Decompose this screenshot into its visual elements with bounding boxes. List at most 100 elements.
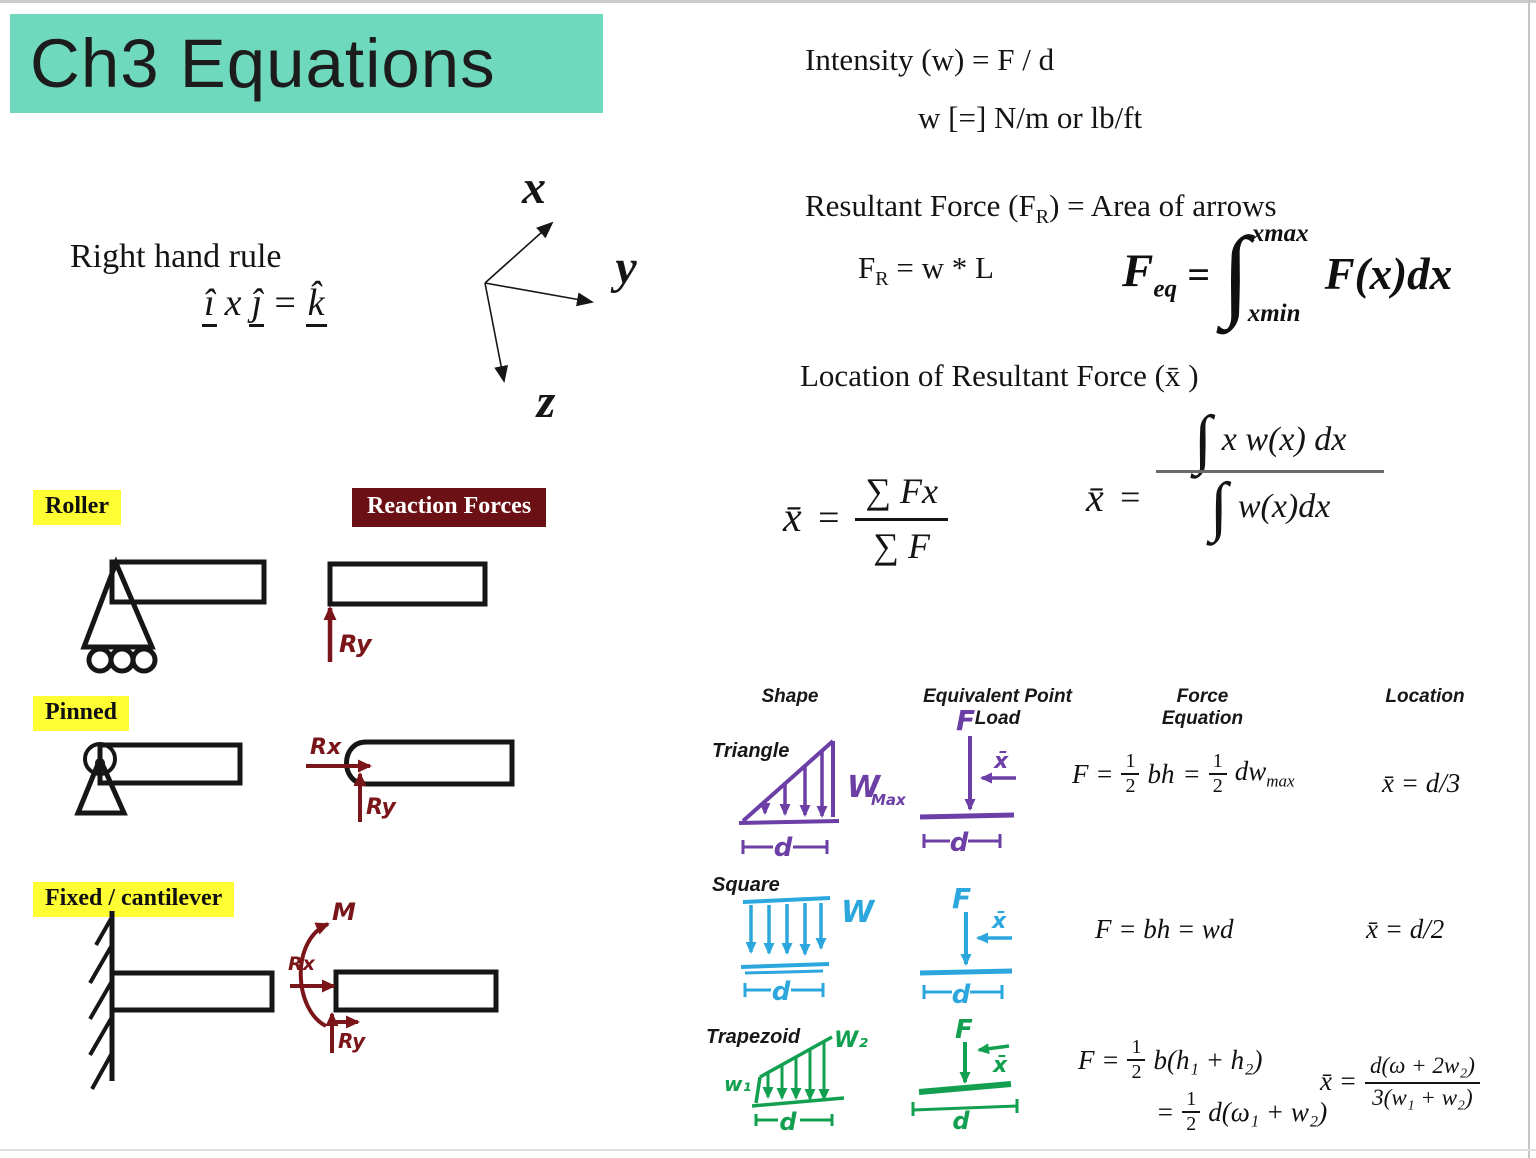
k-hat: k̂ xyxy=(305,282,327,327)
roller-wheel xyxy=(130,646,158,674)
j-hat: ĵ xyxy=(249,282,264,327)
frac-num: d(ω + 2w₂) xyxy=(1364,1052,1480,1084)
d-dimension-label: d xyxy=(952,980,971,1010)
xbar-equals: x̄ = xyxy=(1320,1066,1357,1097)
baseline xyxy=(919,812,1015,820)
frac-den: 2 xyxy=(1131,1061,1142,1083)
frac-den: 2 xyxy=(1125,775,1136,797)
roller-label: Roller xyxy=(33,490,121,525)
frac-num: 1 xyxy=(1121,750,1140,775)
equals-symbol: = xyxy=(1117,477,1143,517)
eq-part: F = xyxy=(1072,758,1114,789)
top-line xyxy=(742,896,831,904)
xbar-label: x̄ xyxy=(992,1053,1008,1078)
fr-sub: R xyxy=(875,268,889,291)
hypotenuse xyxy=(741,739,835,823)
baseline xyxy=(751,1096,845,1108)
ry-label: Ry xyxy=(366,795,398,820)
rx-label: Rx xyxy=(288,953,316,975)
f-label: F xyxy=(955,1015,973,1045)
integral-upper-limit: xmax xyxy=(1251,220,1309,247)
pin-circle xyxy=(83,742,117,776)
window-border-top xyxy=(0,0,1536,3)
moment-arc xyxy=(298,922,330,1028)
feq-lhs: Feq xyxy=(1122,244,1177,303)
x-axis-label: x xyxy=(521,161,546,214)
window-border-bottom xyxy=(0,1149,1536,1151)
denominator-expression: w(x)dx xyxy=(1237,488,1331,526)
ry-label: Ry xyxy=(338,1029,366,1053)
fr-post: = w * L xyxy=(888,250,994,285)
roller-reaction-diagram: Ry xyxy=(323,561,488,662)
window-border-right xyxy=(1528,0,1530,1158)
pin-triangle xyxy=(74,752,128,816)
column-header-location: Location xyxy=(1385,686,1465,707)
intensity-equation: Intensity (w) = F / d xyxy=(805,42,1055,77)
row-label-trapezoid: Trapezoid xyxy=(706,1026,801,1048)
eq-part: bh xyxy=(1147,758,1175,789)
pin-dot xyxy=(95,758,105,768)
w2-label: W₂ xyxy=(834,1028,868,1053)
xbar-integral-equation: x̄ = ∫ x w(x) dx ∫ w(x)dx xyxy=(1086,406,1385,544)
frac-num: 1 xyxy=(1208,750,1227,775)
xbar-symbol: x̄ xyxy=(783,494,802,541)
sum-denominator: ∑ F xyxy=(873,526,930,566)
integral-symbol: ∫ xyxy=(1221,217,1250,331)
roller-wheel xyxy=(86,646,114,674)
feq-equals: = xyxy=(1186,251,1210,297)
d-dimension-label: d xyxy=(950,828,969,858)
baseline xyxy=(740,962,830,969)
row-label-triangle: Triangle xyxy=(712,740,790,762)
equals-symbol: = xyxy=(815,496,842,539)
frac-num: 1 xyxy=(1182,1088,1201,1113)
integral-symbol: ∫ xyxy=(1209,470,1228,544)
wmax-subscript: Max xyxy=(871,791,907,809)
column-header-shape: Shape xyxy=(761,686,819,707)
beam xyxy=(97,742,243,786)
d-dimension-label: d xyxy=(774,833,793,863)
xbar-symbol: x̄ xyxy=(1086,475,1104,520)
integral-lower-limit: xmin xyxy=(1247,300,1301,327)
z-axis-label: z xyxy=(535,375,556,428)
integral-fraction-denominator: ∫ w(x)dx xyxy=(1209,470,1331,544)
sum-numerator: ∑ Fx xyxy=(855,468,948,521)
beam xyxy=(109,559,267,605)
trapezoid-location: x̄ = d(ω + 2w₂) 3(w₁ + w₂) xyxy=(1320,1052,1480,1111)
fr-pre: F xyxy=(858,250,876,285)
row-label-square: Square xyxy=(712,874,780,896)
frac-den: 3(w₁ + w₂) xyxy=(1372,1084,1473,1110)
page-title-text: Ch3 Equations xyxy=(30,25,496,102)
left-edge xyxy=(754,1076,762,1104)
resultant-heading-sub: R xyxy=(1035,206,1050,229)
eq-part: b(h₁ + h₂) xyxy=(1153,1044,1263,1075)
resultant-heading-pre: Resultant Force (F xyxy=(805,188,1036,223)
resultant-force-heading: Resultant Force (FR) = Area of arrows xyxy=(805,188,1277,229)
roller-triangle xyxy=(80,556,156,650)
integral-limits: xmax xmin xyxy=(1248,220,1309,328)
eq-part: = xyxy=(1182,758,1201,789)
feq-integrand: F(x)dx xyxy=(1324,249,1453,299)
location-fraction: d(ω + 2w₂) 3(w₁ + w₂) xyxy=(1364,1052,1480,1111)
triangle-point-load-diagram: F x̄ d xyxy=(919,704,1016,858)
roller-wheel xyxy=(108,646,136,674)
eq-part: dw xyxy=(1234,756,1267,787)
square-force-equation: F = bh = wd xyxy=(1095,914,1234,944)
feq-sub: eq xyxy=(1153,275,1177,303)
frac-den: 2 xyxy=(1186,1113,1197,1135)
integral-fraction: ∫ x w(x) dx ∫ w(x)dx xyxy=(1156,406,1385,544)
y-axis-arrow xyxy=(484,282,594,307)
pinned-support-diagram xyxy=(74,742,243,816)
baseline xyxy=(919,968,1013,976)
equals-symbol: = xyxy=(272,282,298,324)
d-dimension-label: d xyxy=(772,977,791,1007)
y-axis-label: y xyxy=(610,241,637,294)
right-hand-rule-label: Right hand rule xyxy=(70,238,282,275)
eq-part: F = xyxy=(1078,1044,1120,1075)
trapezoid-load-diagram: d W₂ w₁ xyxy=(724,1028,868,1136)
